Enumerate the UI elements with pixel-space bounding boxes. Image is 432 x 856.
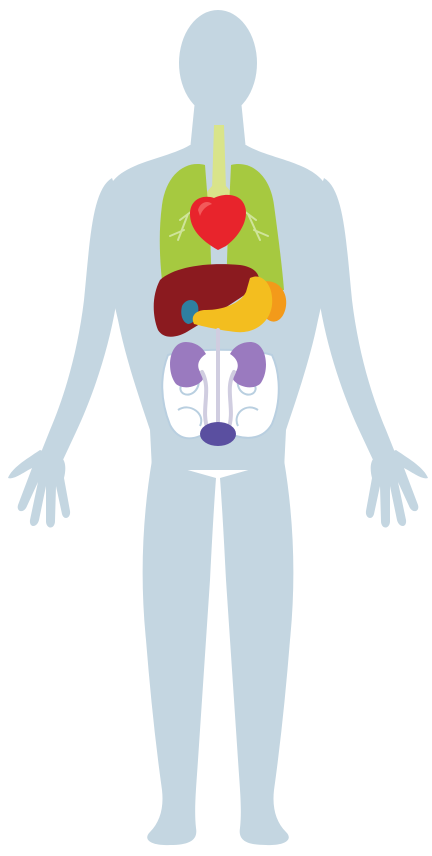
left-arm: [40, 178, 128, 462]
right-hand: [366, 450, 428, 528]
left-leg: [143, 460, 216, 845]
right-leg: [220, 460, 293, 845]
bladder: [200, 422, 236, 446]
trachea-shape: [212, 125, 226, 190]
left-hand: [8, 450, 70, 528]
right-arm: [308, 178, 396, 462]
